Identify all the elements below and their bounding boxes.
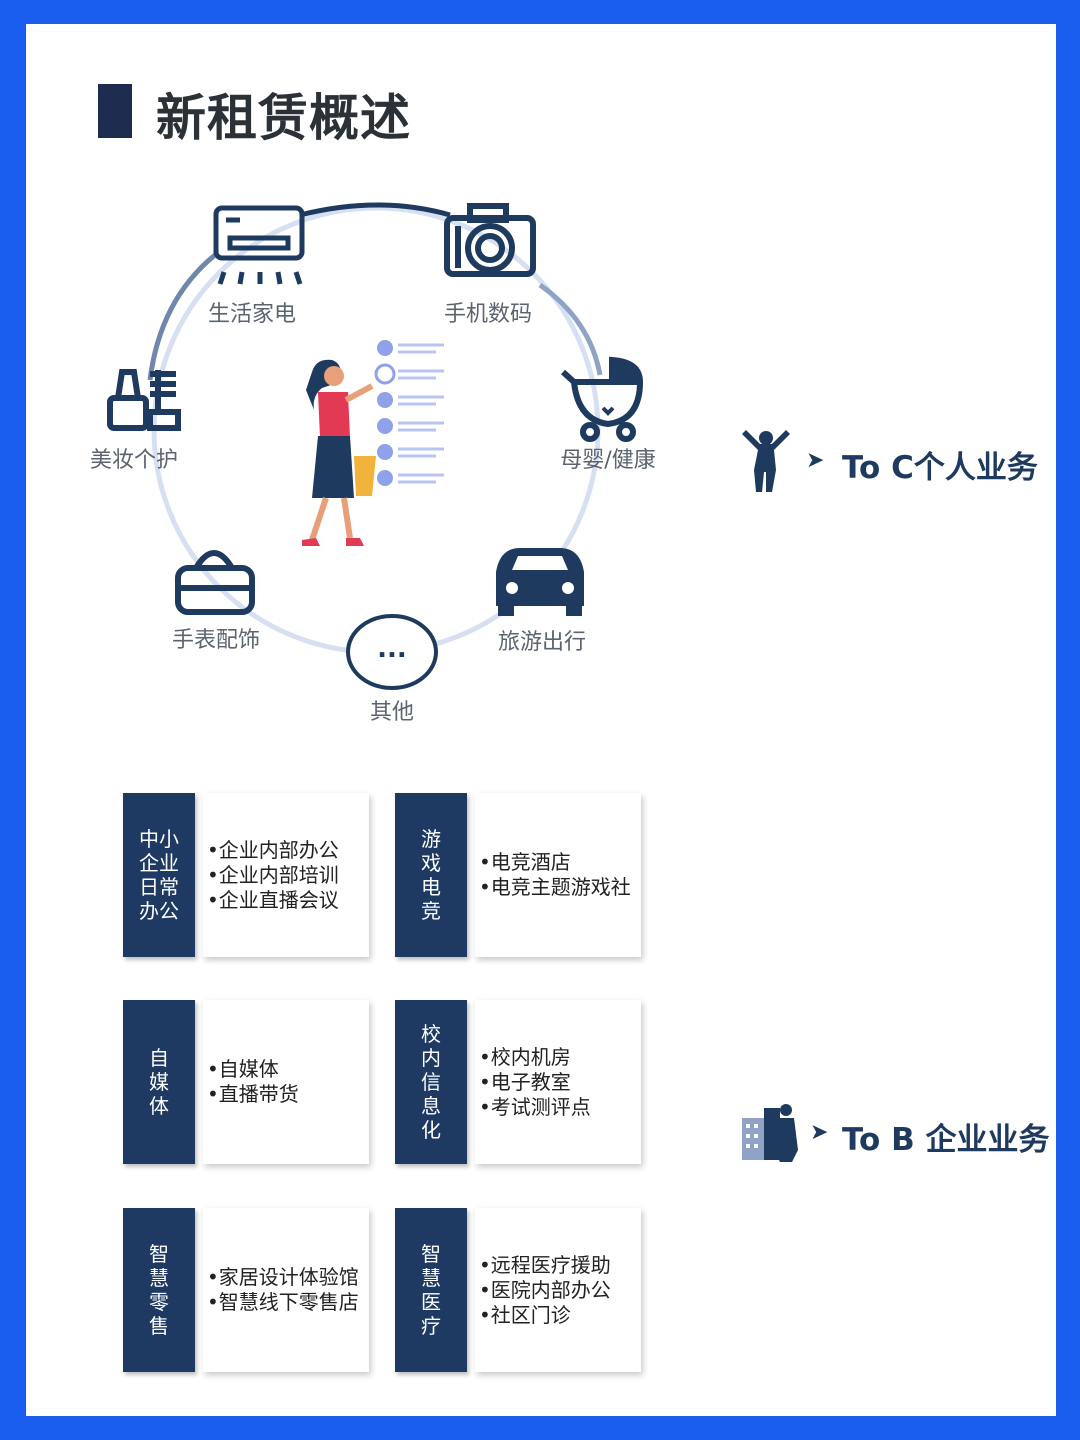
page-canvas xyxy=(26,24,1056,1416)
card-item: •智慧线下零售店 xyxy=(207,1290,359,1314)
ellipsis-icon xyxy=(346,614,438,690)
to-b-label: To B 企业业务 xyxy=(842,1122,1050,1158)
card-item: •企业内部培训 xyxy=(207,862,339,887)
ring-arc-top xyxy=(299,202,451,218)
person-icon xyxy=(742,430,790,492)
camera-icon xyxy=(444,203,536,277)
card-item: •社区门诊 xyxy=(479,1302,571,1327)
card-tag: 中小企业日常办公 xyxy=(123,793,195,957)
card-tag: 游戏电竞 xyxy=(395,793,467,957)
card-body: •电竞酒店 •电竞主题游戏社 xyxy=(475,793,641,957)
card-campus-it: 校内信息化 •校内机房 •电子教室 •考试测评点 xyxy=(395,1000,643,1164)
air-conditioner-icon xyxy=(213,205,305,285)
stroller-icon xyxy=(560,356,644,442)
car-icon xyxy=(496,548,584,616)
card-body: •校内机房 •电子教室 •考试测评点 xyxy=(475,1000,641,1164)
node-label-other: 其他 xyxy=(369,700,415,725)
card-item: •直播带货 xyxy=(207,1082,299,1106)
card-body: •家居设计体验馆 •智慧线下零售店 xyxy=(203,1208,369,1372)
card-body: •远程医疗援助 •医院内部办公 •社区门诊 xyxy=(475,1208,641,1372)
card-item: •考试测评点 xyxy=(479,1094,591,1119)
shopper-illustration xyxy=(302,340,444,546)
card-body: •企业内部办公 •企业内部培训 •企业直播会议 xyxy=(203,793,369,957)
card-tag: 校内信息化 xyxy=(395,1000,467,1164)
page-title: 新租赁概述 xyxy=(156,89,411,147)
card-sme-office: 中小企业日常办公 •企业内部办公 •企业内部培训 •企业直播会议 xyxy=(123,793,371,957)
card-item: •医院内部办公 xyxy=(479,1277,611,1302)
ellipsis-text: ... xyxy=(377,634,407,664)
building-businessman-icon xyxy=(742,1104,798,1162)
card-item: •企业直播会议 xyxy=(207,887,339,912)
to-c-label: To C个人业务 xyxy=(842,450,1038,486)
to-c-arrow-icon: ➤ xyxy=(806,448,825,473)
to-b-arrow-icon: ➤ xyxy=(810,1120,829,1145)
card-body: •自媒体 •直播带货 xyxy=(203,1000,369,1164)
node-label-watches: 手表配饰 xyxy=(171,628,261,653)
ring-arc-left xyxy=(147,253,217,381)
card-tag: 智慧零售 xyxy=(123,1208,195,1372)
node-label-appliances: 生活家电 xyxy=(207,302,297,327)
card-tag: 自媒体 xyxy=(123,1000,195,1164)
node-label-cosmetics: 美妆个护 xyxy=(89,448,179,473)
card-self-media: 自媒体 •自媒体 •直播带货 xyxy=(123,1000,371,1164)
card-item: •自媒体 xyxy=(207,1057,279,1081)
cosmetics-icon xyxy=(107,369,181,431)
card-item: •电子教室 xyxy=(479,1069,571,1094)
card-item: •校内机房 xyxy=(479,1044,571,1069)
card-item: •企业内部办公 xyxy=(207,837,339,862)
card-tag: 智慧医疗 xyxy=(395,1208,467,1372)
card-item: •电竞酒店 xyxy=(479,850,571,874)
handbag-icon xyxy=(175,550,255,615)
ring-arc-right xyxy=(538,282,603,376)
card-esports: 游戏电竞 •电竞酒店 •电竞主题游戏社 xyxy=(395,793,643,957)
title-accent-bar xyxy=(98,84,132,138)
card-item: •家居设计体验馆 xyxy=(207,1265,359,1289)
card-item: •远程医疗援助 xyxy=(479,1252,611,1277)
card-smart-medical: 智慧医疗 •远程医疗援助 •医院内部办公 •社区门诊 xyxy=(395,1208,643,1372)
card-item: •电竞主题游戏社 xyxy=(479,875,631,899)
card-smart-retail: 智慧零售 •家居设计体验馆 •智慧线下零售店 xyxy=(123,1208,371,1372)
node-label-maternal: 母婴/健康 xyxy=(560,448,656,473)
node-label-digital: 手机数码 xyxy=(443,302,533,327)
node-label-travel: 旅游出行 xyxy=(497,630,587,655)
